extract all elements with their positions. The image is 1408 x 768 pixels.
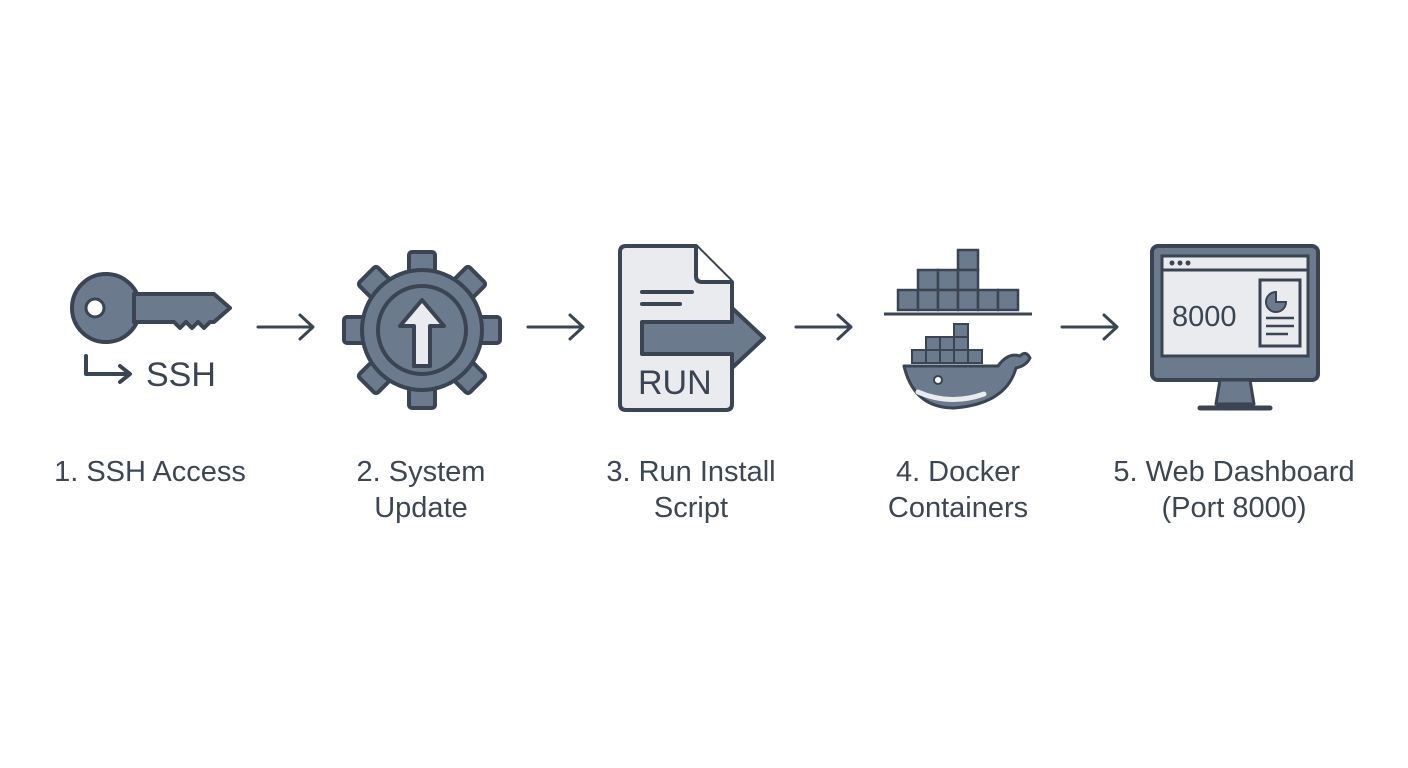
port-icon-text: 8000 — [1172, 301, 1237, 333]
arrow-icon — [794, 310, 856, 344]
dashboard-monitor-icon: 8000 — [1148, 242, 1322, 414]
step-label-line: 3. Run Install — [606, 456, 776, 488]
step-label-web-dashboard: 5. Web Dashboard (Port 8000) — [1084, 454, 1384, 526]
step-label-system-update: 2. System Update — [271, 454, 571, 526]
arrow-icon — [256, 310, 318, 344]
step-label-line: Update — [374, 492, 468, 524]
step-label-line: 1. SSH Access — [54, 456, 246, 488]
step-label-line: 4. Docker — [895, 456, 1021, 488]
run-icon-text: RUN — [638, 364, 712, 402]
arrow-icon — [526, 310, 588, 344]
step-label-run-install-script: 3. Run Install Script — [541, 454, 841, 526]
step-label-line: 5. Web Dashboard — [1113, 456, 1355, 488]
key-icon: SSH — [66, 266, 236, 396]
gear-update-icon — [342, 250, 502, 410]
ssh-icon-text: SSH — [146, 356, 216, 394]
step-label-line: 2. System — [356, 456, 486, 488]
arrow-icon — [1060, 310, 1122, 344]
step-label-line: Containers — [887, 492, 1029, 524]
step-label-docker-containers: 4. Docker Containers — [808, 454, 1108, 526]
step-label-ssh-access: 1. SSH Access — [0, 454, 300, 490]
docker-icon — [880, 246, 1040, 416]
run-script-icon: RUN — [614, 242, 770, 414]
step-label-line: Script — [653, 492, 729, 524]
step-label-line: (Port 8000) — [1161, 492, 1307, 524]
